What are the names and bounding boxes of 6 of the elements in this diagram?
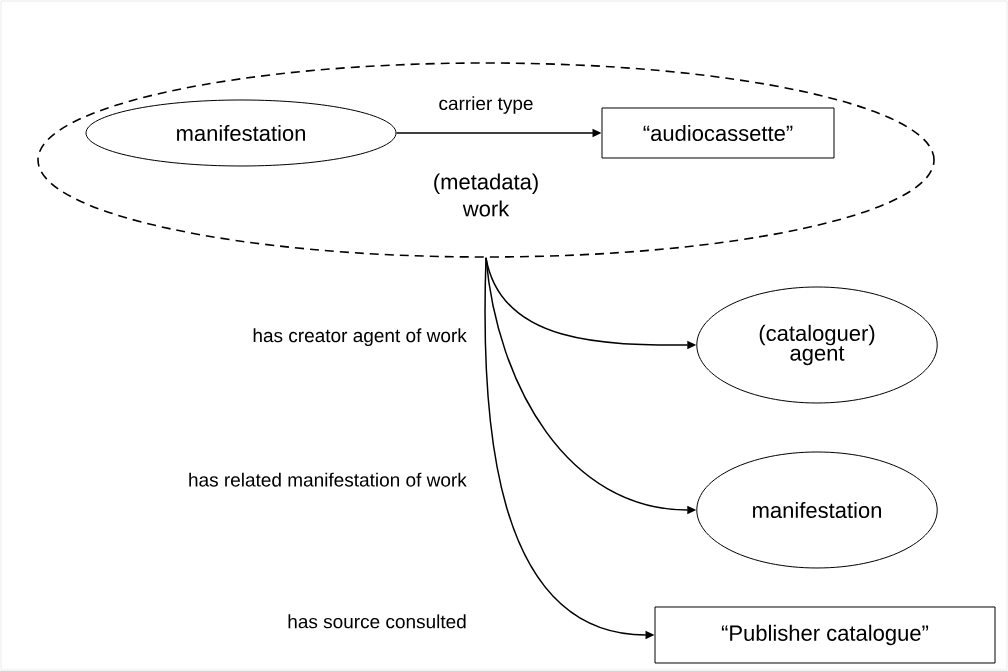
edge-label: has creator agent of work <box>253 328 467 346</box>
value-box: “Publisher catalogue” <box>654 606 996 664</box>
edge-label: has related manifestation of work <box>189 472 467 487</box>
edge-label: carrier type <box>439 96 533 114</box>
edge-label: has source consulted <box>288 614 466 629</box>
value-box: “audiocassette” <box>601 107 835 159</box>
